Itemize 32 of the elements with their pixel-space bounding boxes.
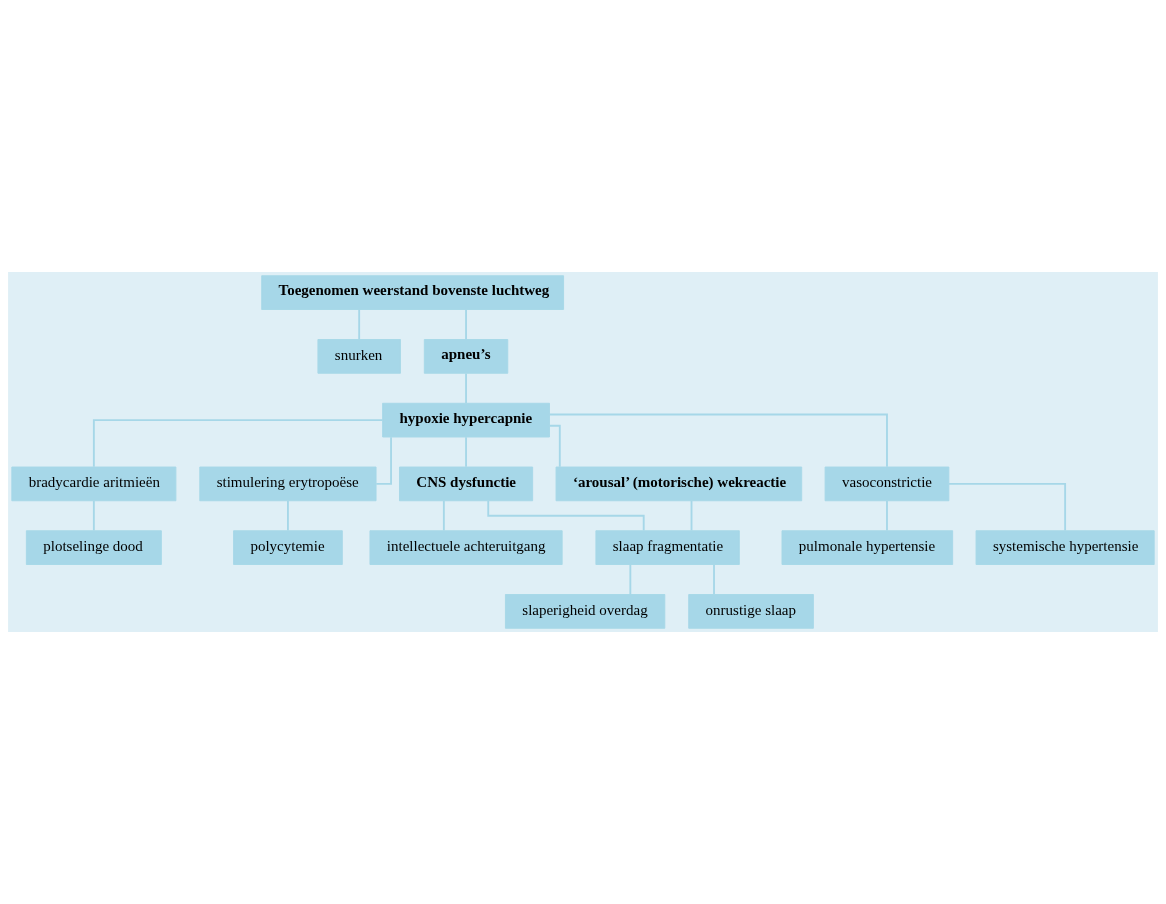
node-box: pulmonale hypertensie <box>781 530 954 565</box>
node-box: bradycardie aritmieën <box>11 466 177 502</box>
connector <box>948 482 1067 532</box>
node-box: slaap fragmentatie <box>595 530 740 565</box>
connector <box>465 372 467 404</box>
node-box: snurken <box>317 339 401 374</box>
node-box: hypoxie hypercapnie <box>382 402 550 438</box>
node-box: polycytemie <box>233 530 343 565</box>
connector <box>713 563 715 596</box>
connector <box>358 308 361 341</box>
connector <box>465 308 467 341</box>
connector <box>92 500 95 532</box>
connector <box>548 413 888 468</box>
node-box: ‘arousal’ (motorische) wekreactie <box>555 466 803 502</box>
node-box: vasoconstrictie <box>824 466 950 502</box>
node-box: stimulering erytropoëse <box>199 466 377 502</box>
connector <box>442 500 445 532</box>
node-box: plotselinge dood <box>25 530 162 565</box>
connector <box>690 500 693 532</box>
node-box: slaperigheid overdag <box>504 594 666 629</box>
connector <box>92 419 384 468</box>
node-box: Toegenomen weerstand bovenste luchtweg <box>261 275 564 310</box>
connector <box>287 500 289 532</box>
connector <box>629 563 632 596</box>
connector <box>886 500 888 532</box>
node-box: apneu’s <box>423 339 509 374</box>
connector <box>548 424 561 468</box>
node-box: systemische hypertensie <box>975 530 1155 565</box>
node-box: onrustige slaap <box>688 594 814 629</box>
node-box: intellectuele achteruitgang <box>369 530 563 565</box>
connector <box>465 436 467 468</box>
node-box: CNS dysfunctie <box>399 466 534 502</box>
